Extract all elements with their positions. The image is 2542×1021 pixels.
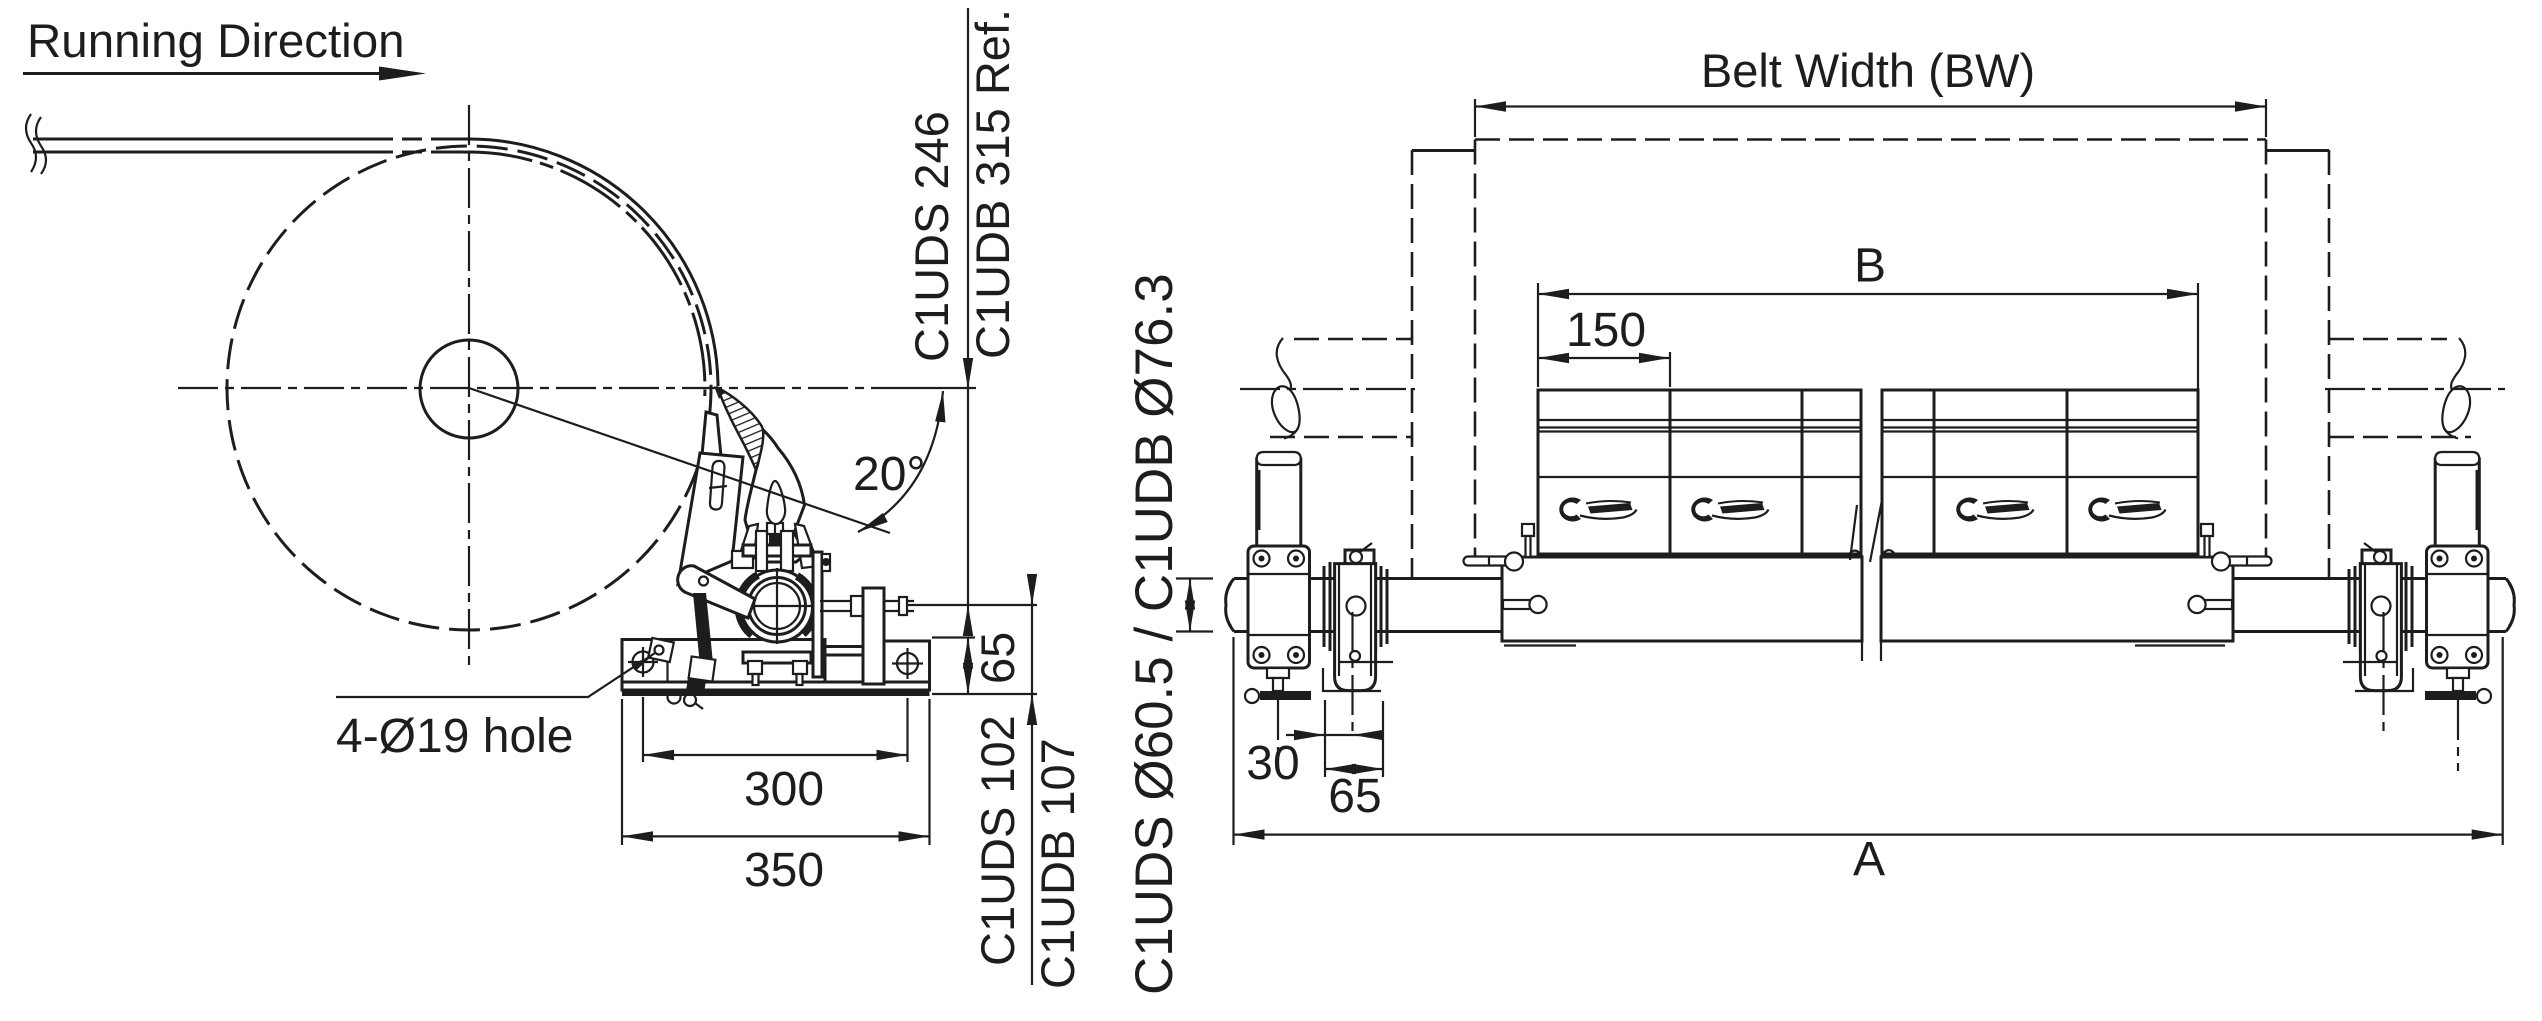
- svg-text:Running Direction: Running Direction: [27, 15, 405, 68]
- svg-text:4-Ø19 hole: 4-Ø19 hole: [336, 710, 574, 763]
- svg-text:C1UDB 107: C1UDB 107: [1031, 738, 1084, 989]
- svg-text:65: 65: [971, 632, 1024, 684]
- svg-text:Belt Width (BW): Belt Width (BW): [1701, 44, 2035, 97]
- svg-text:20°: 20°: [853, 448, 926, 501]
- svg-text:150: 150: [1566, 304, 1646, 357]
- svg-text:C1UDS Ø60.5 / C1UDB Ø76.3: C1UDS Ø60.5 / C1UDB Ø76.3: [1125, 273, 1184, 995]
- svg-text:C1UDS 102: C1UDS 102: [971, 715, 1024, 966]
- svg-text:65: 65: [1328, 770, 1381, 823]
- svg-text:300: 300: [744, 763, 824, 816]
- svg-text:A: A: [1853, 833, 1885, 886]
- svg-text:B: B: [1854, 240, 1886, 293]
- svg-text:C1UDS 246: C1UDS 246: [905, 111, 958, 362]
- svg-text:30: 30: [1246, 737, 1299, 790]
- svg-text:C1UDB 315 Ref.: C1UDB 315 Ref.: [966, 9, 1019, 359]
- svg-text:350: 350: [744, 844, 824, 897]
